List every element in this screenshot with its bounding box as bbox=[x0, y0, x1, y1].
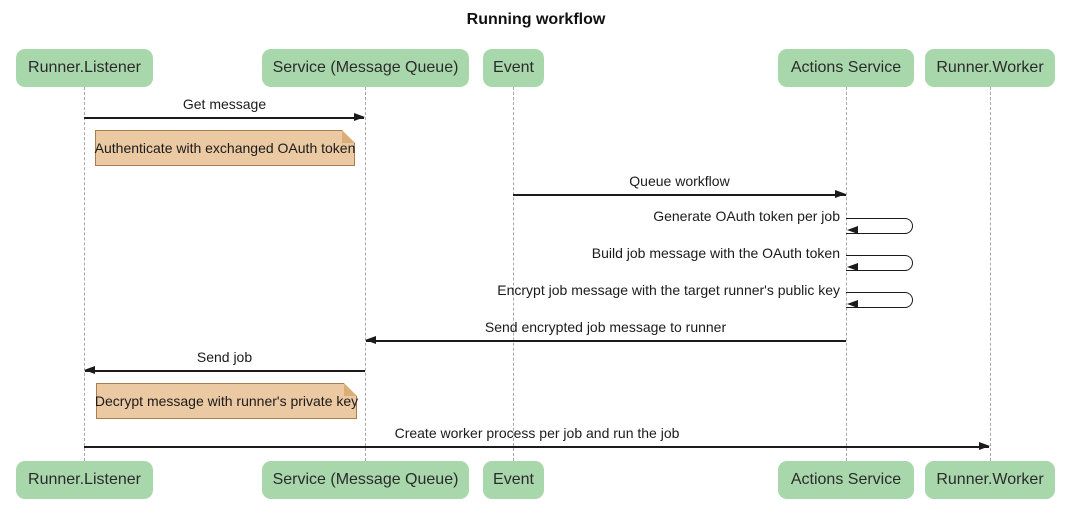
message-label-get-message: Get message bbox=[182, 96, 267, 112]
message-label-create-worker: Create worker process per job and run th… bbox=[394, 425, 680, 441]
actor-top-event: Event bbox=[483, 49, 544, 87]
message-label-queue-workflow: Queue workflow bbox=[629, 173, 730, 189]
message-line bbox=[84, 117, 364, 119]
diagram-title: Running workflow bbox=[466, 11, 606, 28]
lifeline-actions-service bbox=[846, 87, 847, 461]
actor-top-runner-listener: Runner.Listener bbox=[16, 49, 153, 87]
actor-top-service-message-queue: Service (Message Queue) bbox=[262, 49, 469, 87]
arrowhead-icon bbox=[847, 300, 858, 308]
message-line bbox=[366, 340, 846, 342]
lifeline-service-message-queue bbox=[365, 87, 366, 461]
message-line bbox=[85, 370, 365, 372]
actor-bottom-runner-listener: Runner.Listener bbox=[16, 461, 153, 499]
note-decrypt: Decrypt message with runner's private ke… bbox=[95, 383, 358, 419]
arrowhead-icon bbox=[354, 113, 365, 121]
actor-top-actions-service: Actions Service bbox=[778, 49, 914, 87]
arrowhead-icon bbox=[847, 226, 858, 234]
self-loop bbox=[846, 255, 913, 271]
message-label-encrypt-job-message: Encrypt job message with the target runn… bbox=[497, 282, 840, 298]
message-line bbox=[84, 446, 989, 448]
lifeline-runner-worker bbox=[990, 87, 991, 461]
arrowhead-icon bbox=[847, 263, 858, 271]
self-loop bbox=[846, 218, 913, 234]
note-authenticate: Authenticate with exchanged OAuth token bbox=[95, 130, 355, 166]
actor-bottom-service-message-queue: Service (Message Queue) bbox=[262, 461, 469, 499]
lifeline-runner-listener bbox=[84, 87, 85, 461]
message-label-build-job-message: Build job message with the OAuth token bbox=[591, 245, 840, 261]
message-label-send-job: Send job bbox=[196, 349, 253, 365]
actor-bottom-runner-worker: Runner.Worker bbox=[925, 461, 1055, 499]
message-line bbox=[513, 194, 846, 196]
arrowhead-icon bbox=[365, 336, 376, 344]
actor-bottom-actions-service: Actions Service bbox=[778, 461, 914, 499]
lifeline-event bbox=[513, 87, 514, 461]
arrowhead-icon bbox=[979, 442, 990, 450]
actor-bottom-event: Event bbox=[483, 461, 544, 499]
self-loop bbox=[846, 292, 913, 308]
arrowhead-icon bbox=[84, 366, 95, 374]
arrowhead-icon bbox=[835, 190, 846, 198]
actor-top-runner-worker: Runner.Worker bbox=[925, 49, 1055, 87]
message-label-send-encrypted: Send encrypted job message to runner bbox=[484, 319, 727, 335]
message-label-generate-oauth-token: Generate OAuth token per job bbox=[653, 208, 840, 224]
